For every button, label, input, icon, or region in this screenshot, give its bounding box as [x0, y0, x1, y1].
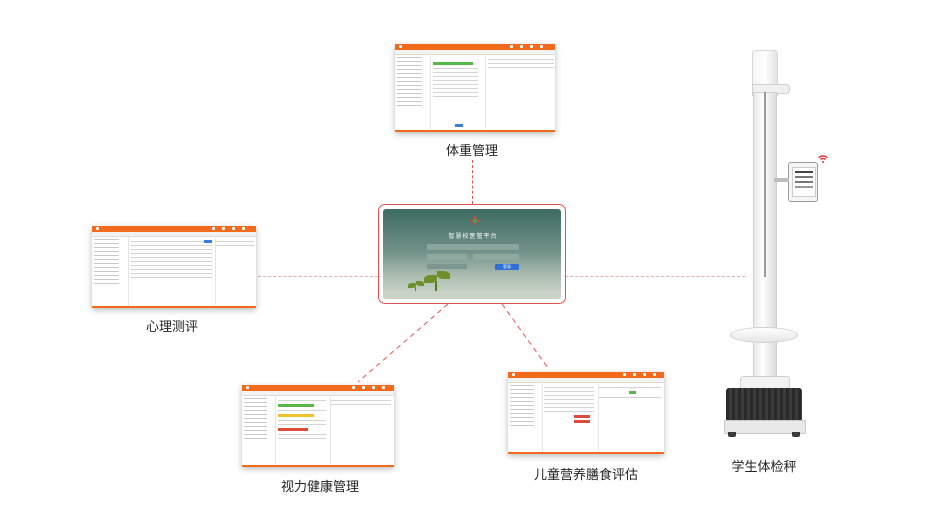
captcha-input[interactable]	[473, 254, 519, 260]
psych-assessment-screenshot	[92, 226, 256, 308]
vision-health-screenshot	[242, 385, 394, 467]
platform-logo-icon	[468, 214, 482, 228]
nutrition-assessment-label: 儿童营养膳食评估	[530, 464, 642, 483]
username-input[interactable]	[427, 244, 519, 250]
login-screen: 智慧校医管平台 登录	[383, 209, 561, 299]
remember-checkbox[interactable]	[427, 264, 467, 269]
psych-assessment-label: 心理测评	[140, 316, 204, 335]
platform-title: 智慧校医管平台	[423, 231, 523, 240]
wireless-signal-icon	[815, 150, 831, 166]
password-input[interactable]	[427, 254, 467, 260]
weight-management-label: 体重管理	[440, 140, 504, 159]
student-scale-label: 学生体检秤	[724, 456, 804, 475]
nutrition-assessment-screenshot	[508, 372, 664, 454]
display-screen	[788, 162, 818, 202]
connector-nutrition	[502, 304, 548, 368]
vision-health-label: 视力健康管理	[278, 476, 362, 495]
login-button[interactable]: 登录	[495, 264, 519, 270]
weight-management-screenshot	[395, 44, 555, 132]
central-platform-panel: 智慧校医管平台 登录	[378, 204, 566, 304]
connector-vision	[358, 304, 448, 382]
